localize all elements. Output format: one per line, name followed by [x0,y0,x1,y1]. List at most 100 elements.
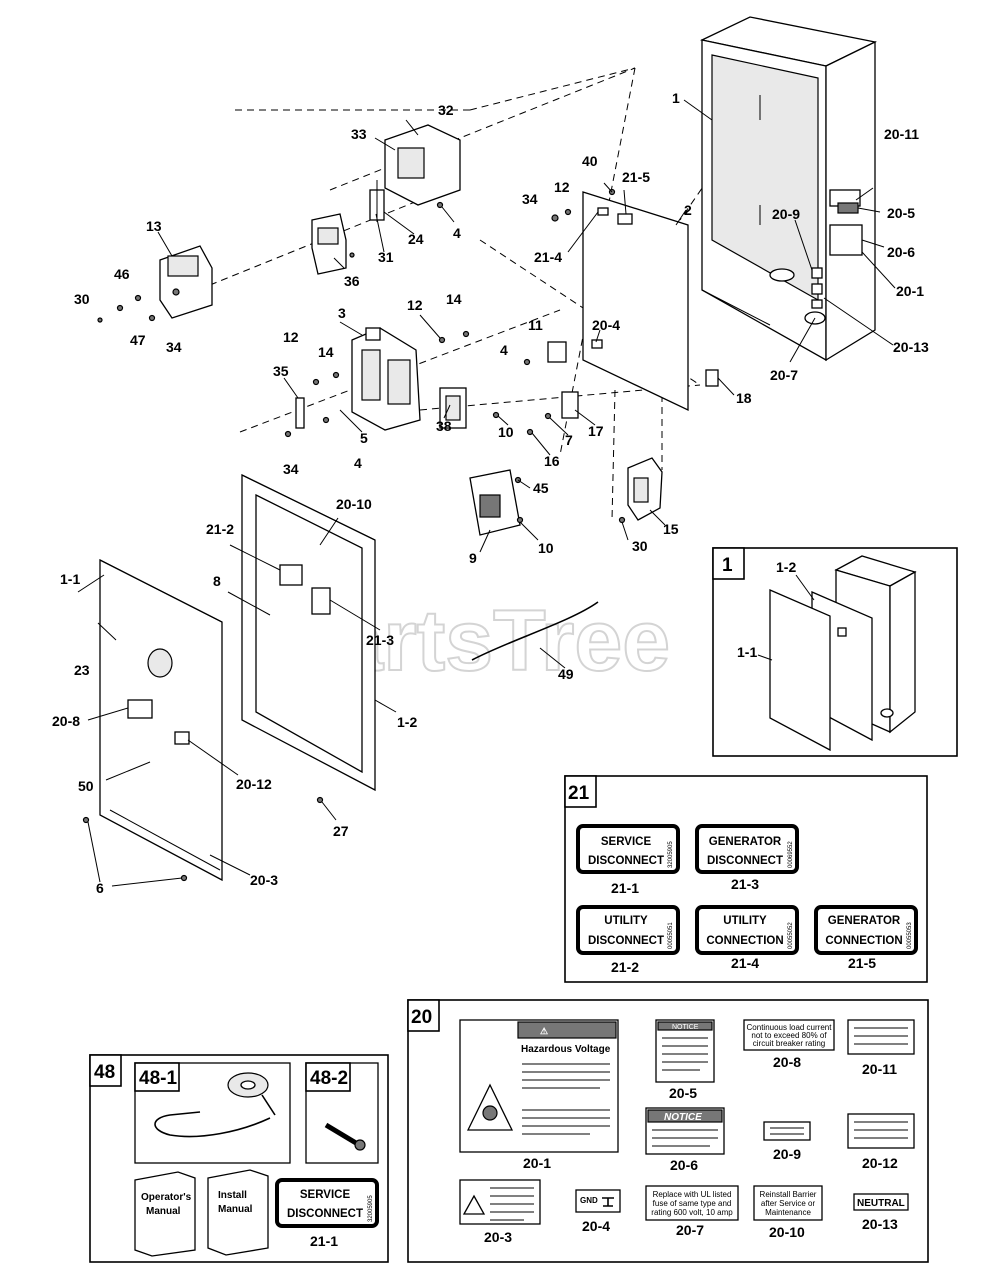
svg-text:20-3: 20-3 [484,1229,512,1245]
callout: 27 [333,823,349,839]
inset-subtag: 48-2 [310,1068,348,1089]
callout: 47 [130,332,146,348]
callout: 34 [283,461,299,477]
svg-text:20-5: 20-5 [669,1085,697,1101]
callout: 23 [74,662,90,678]
label-20-4: GND 20-4 [575,1189,621,1234]
svg-text:Maintenance: Maintenance [765,1208,811,1217]
callout: 30 [632,538,648,554]
callout: 17 [588,423,604,439]
svg-text:21-1: 21-1 [310,1233,338,1249]
callout: 24 [408,231,424,247]
svg-text:21-4: 21-4 [731,955,759,971]
callout: 13 [146,218,162,234]
svg-text:Hazardous Voltage: Hazardous Voltage [521,1044,611,1055]
svg-text:32005905: 32005905 [668,841,674,868]
callout: 49 [558,666,574,682]
svg-text:CONNECTION: CONNECTION [825,935,902,947]
enclosure-part-1 [699,16,878,362]
ground-icon [602,1197,614,1207]
label-20-1: ⚠ Hazardous Voltage 20-1 [459,1019,619,1171]
label-20-9: 20-9 [763,1121,811,1162]
svg-text:20-6: 20-6 [670,1157,698,1173]
callout: 12 [283,329,299,345]
svg-text:⚠: ⚠ [540,1026,548,1036]
label-21-4: UTILITY CONNECTION 00055052 21-4 [695,905,799,971]
callout: 15 [663,521,679,537]
callout: 1-2 [397,714,417,730]
door-frame-part-1-2 [241,473,376,792]
label-21-2: UTILITY DISCONNECT 00055051 21-2 [576,905,680,975]
component-part-24 [369,180,385,222]
callout: 1 [672,90,680,106]
label-20-11: 20-11 [847,1019,915,1077]
callout: 20-12 [236,776,272,792]
callout: 34 [166,339,182,355]
svg-text:DISCONNECT: DISCONNECT [287,1208,363,1220]
callout: 20-6 [887,244,915,260]
label-20-3: 20-3 [459,1179,541,1245]
sensor-wire [154,1094,276,1138]
svg-text:20-9: 20-9 [773,1146,801,1162]
callout: 20-5 [887,205,915,221]
callout: 11 [528,317,543,333]
svg-text:CONNECTION: CONNECTION [706,935,783,947]
inset-tag: 21 [568,783,590,804]
svg-text:20-1: 20-1 [523,1155,551,1171]
terminal-part-38 [439,387,467,429]
callout: 4 [453,225,461,241]
leader-lines [77,99,896,887]
svg-text:fuse of same type and: fuse of same type and [653,1199,732,1208]
svg-text:20-4: 20-4 [582,1218,610,1234]
svg-text:NOTICE: NOTICE [672,1024,699,1031]
svg-text:20-10: 20-10 [769,1224,805,1240]
svg-text:Reinstall Barrier: Reinstall Barrier [760,1190,817,1199]
screw [324,1122,358,1146]
callout: 36 [344,273,360,289]
callout: 8 [213,573,221,589]
svg-text:not to exceed 80% of: not to exceed 80% of [751,1031,827,1040]
component-part-13 [159,245,213,319]
callout: 14 [318,344,334,360]
label-20-13: NEUTRAL 20-13 [853,1193,909,1232]
callout: 46 [114,266,130,282]
svg-text:Operator's: Operator's [141,1192,192,1203]
svg-text:Replace with UL listed: Replace with UL listed [653,1190,732,1199]
callout: 20-3 [250,872,278,888]
callout: 20-13 [893,339,929,355]
callout: 30 [74,291,90,307]
callout: 35 [273,363,289,379]
svg-text:Manual: Manual [146,1206,181,1217]
svg-text:Install: Install [218,1190,247,1201]
install-manual-book: Install Manual [207,1169,269,1256]
inset-tag: 20 [411,1007,432,1028]
operators-manual-book: Operator's Manual [134,1171,196,1257]
label-20-6: NOTICE 20-6 [645,1107,725,1173]
terminal-part-11 [547,341,567,363]
callout: 10 [538,540,554,556]
svg-text:Continuous load current: Continuous load current [747,1023,833,1032]
callout: 5 [360,430,368,446]
callout: 1-1 [737,644,757,660]
svg-text:UTILITY: UTILITY [604,915,648,927]
label-20-7: Replace with UL listed fuse of same type… [645,1185,739,1238]
svg-text:GND: GND [580,1196,598,1205]
module-part-9 [469,469,521,536]
callout: 1-2 [776,559,796,575]
svg-text:DISCONNECT: DISCONNECT [707,855,783,867]
barrier-panel-part-2 [582,191,689,412]
svg-text:NEUTRAL: NEUTRAL [857,1198,905,1209]
label-20-10: Reinstall Barrier after Service or Maint… [753,1185,823,1240]
callout: 20-11 [884,126,919,142]
svg-text:after Service or: after Service or [761,1199,816,1208]
callout: 45 [533,480,549,496]
callout: 20-4 [592,317,620,333]
svg-text:00069552: 00069552 [788,841,794,868]
callout: 2 [684,202,692,218]
svg-text:21-5: 21-5 [848,955,876,971]
bracket-part-32-33 [384,124,461,206]
svg-text:00055052: 00055052 [788,922,794,949]
svg-text:SERVICE: SERVICE [300,1189,351,1201]
callout: 20-9 [772,206,800,222]
